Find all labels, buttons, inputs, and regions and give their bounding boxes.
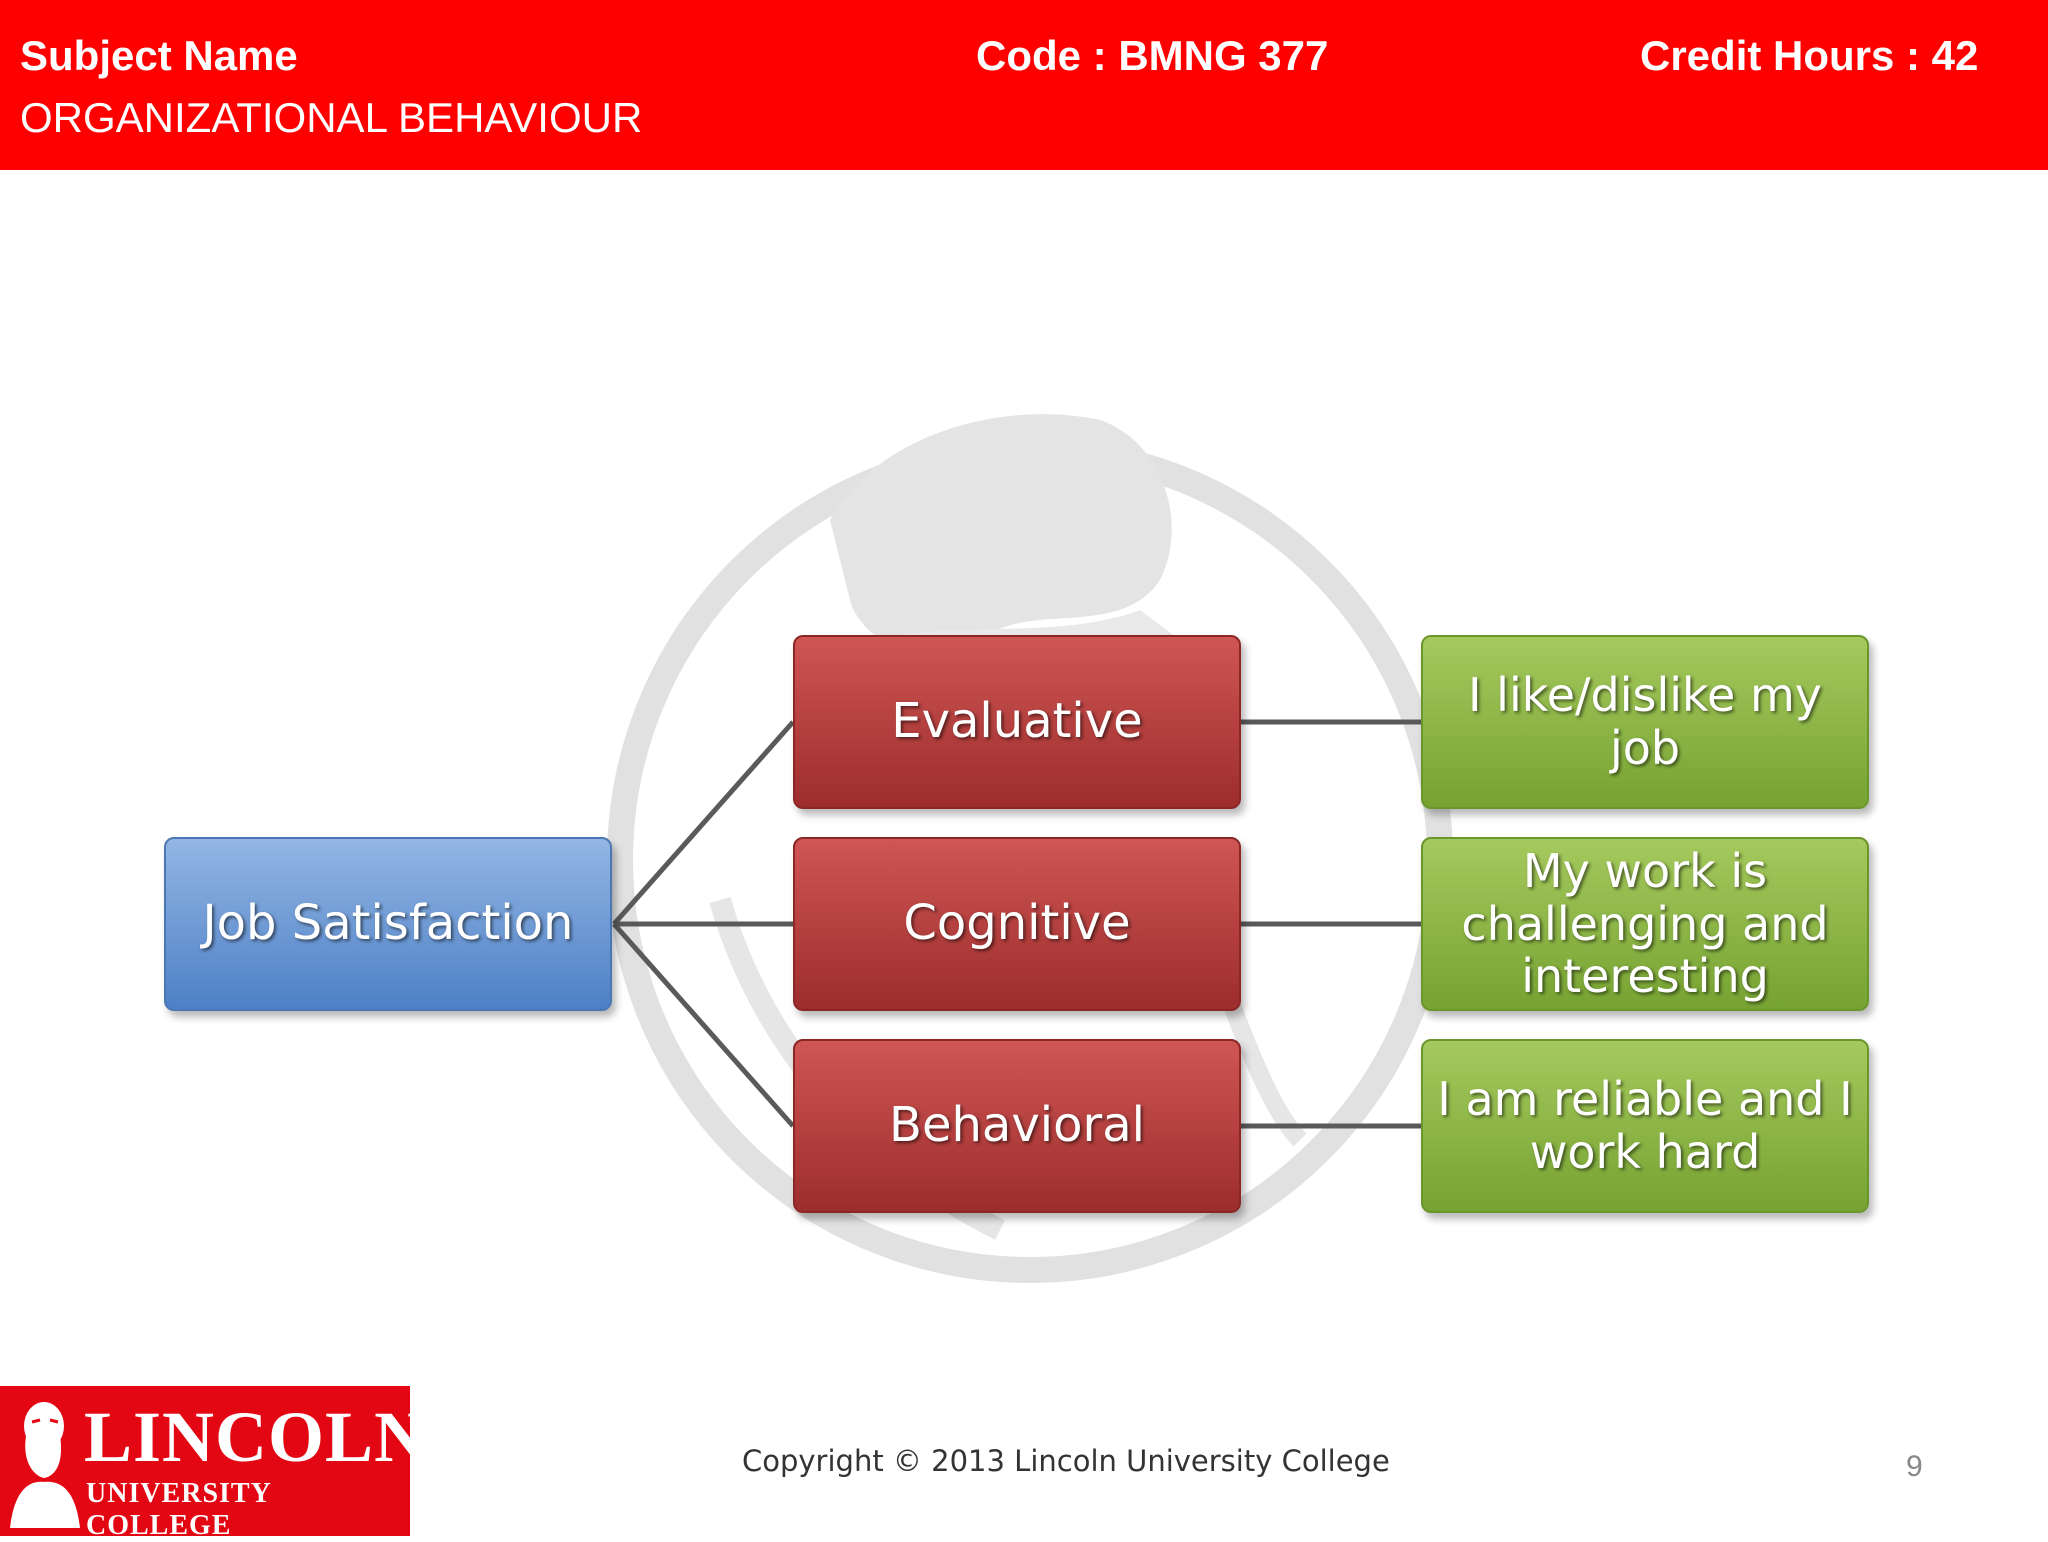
subject-label: Subject Name (20, 32, 298, 79)
course-name: ORGANIZATIONAL BEHAVIOUR (20, 94, 643, 141)
connector-root-evaluative (612, 720, 795, 926)
node-example-cognitive: My work is challenging and interesting (1421, 837, 1869, 1011)
connector-root-behavioral (612, 922, 795, 1128)
credit-hours: Credit Hours : 42 (1640, 32, 1979, 79)
university-logo: LINCOLN UNIVERSITY COLLEGE (0, 1386, 426, 1541)
logo-subtitle: UNIVERSITY COLLEGE (86, 1478, 271, 1541)
node-behavioral: Behavioral (793, 1039, 1241, 1213)
course-code: Code : BMNG 377 (976, 32, 1329, 79)
slide-header: Subject Name ORGANIZATIONAL BEHAVIOUR Co… (0, 0, 2048, 170)
copyright-notice: Copyright © 2013 Lincoln University Coll… (742, 1444, 1390, 1478)
node-evaluative: Evaluative (793, 635, 1241, 809)
node-example-evaluative: I like/dislike my job (1421, 635, 1869, 809)
node-example-behavioral: I am reliable and I work hard (1421, 1039, 1869, 1213)
page-number: 9 (1906, 1450, 1923, 1483)
node-job-satisfaction: Job Satisfaction (164, 837, 612, 1011)
node-cognitive: Cognitive (793, 837, 1241, 1011)
lincoln-bust-icon (10, 1402, 80, 1528)
logo-name: LINCOLN (84, 1397, 428, 1477)
